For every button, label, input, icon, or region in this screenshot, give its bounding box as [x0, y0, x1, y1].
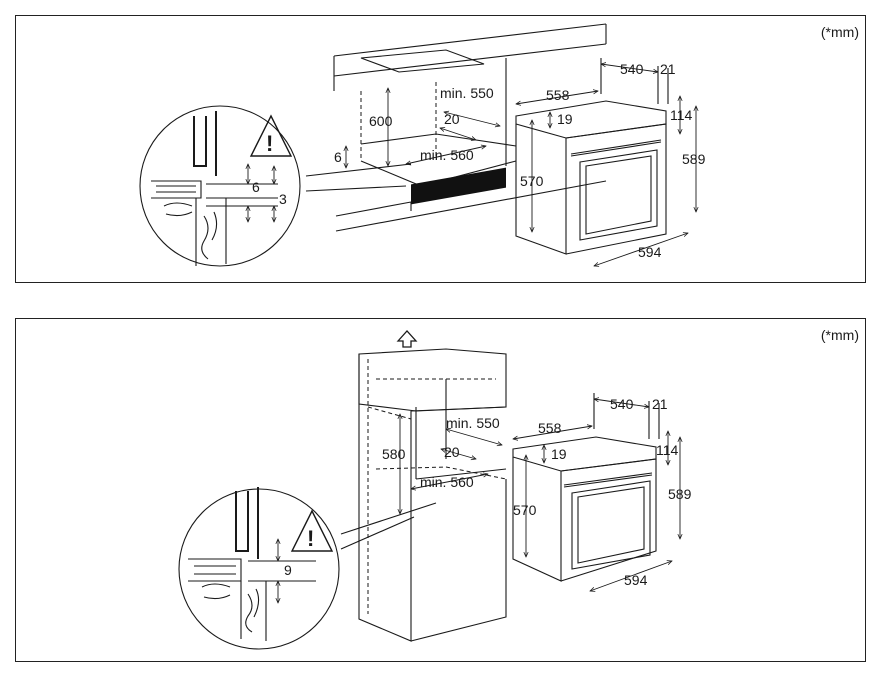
cabinet-height-label: 600	[369, 113, 393, 129]
oven-total-depth-label: 540	[610, 396, 634, 412]
cabinet-depth-label: min. 550	[446, 415, 500, 431]
unit-note: (*mm)	[820, 327, 859, 343]
oven-width-label: 594	[638, 244, 662, 260]
detail-magnifier: 6 3	[139, 105, 301, 267]
detail-gap-a-label: 6	[252, 179, 260, 195]
warning-icon: !	[249, 114, 293, 157]
cooktop	[360, 49, 485, 73]
oven-panel-height-label: 114	[656, 442, 679, 458]
oven-front-thickness-label: 21	[660, 61, 676, 77]
warning-symbol: !	[266, 131, 273, 156]
oven-front-thickness-label: 21	[652, 396, 668, 412]
oven-body-depth-label: 558	[538, 420, 562, 436]
tall-cabinet-installation-drawing: 580 min. 550 20 min. 560 9 !	[178, 330, 692, 650]
oven-width-label: 594	[624, 572, 648, 588]
diagram-panel-under-counter: (*mm) 600	[15, 15, 866, 283]
detail-magnifier: 9	[178, 487, 340, 650]
diagram-panel-tall-cabinet: (*mm) 580 min. 550 20 min. 560	[15, 318, 866, 662]
side-offset-label: 6	[334, 149, 342, 165]
detail-gap-a-label: 9	[284, 562, 292, 578]
cabinet-gap-label: 20	[444, 111, 460, 127]
oven-body-height-label: 570	[520, 173, 544, 189]
oven-total-height-label: 589	[682, 151, 706, 167]
under-counter-installation-drawing: 600 min. 550 20 min. 560 6 6 3	[139, 23, 706, 284]
oven-body-height-label: 570	[513, 502, 537, 518]
cabinet-width-label: min. 560	[420, 147, 474, 163]
detail-gap-b-label: 3	[279, 191, 287, 207]
up-arrow-icon	[396, 330, 418, 348]
countertop	[333, 23, 607, 77]
cabinet-height-label: 580	[382, 446, 406, 462]
oven-body-depth-label: 558	[546, 87, 570, 103]
oven-drawing	[515, 100, 667, 255]
cabinet-niche	[333, 58, 607, 232]
warning-symbol: !	[307, 526, 314, 551]
unit-note: (*mm)	[820, 24, 859, 40]
oven-top-offset-label: 19	[551, 446, 567, 462]
cabinet-width-label: min. 560	[420, 474, 474, 490]
tall-cabinet	[358, 348, 507, 642]
oven-total-height-label: 589	[668, 486, 692, 502]
oven-total-depth-label: 540	[620, 61, 644, 77]
oven-top-offset-label: 19	[557, 111, 573, 127]
warning-icon: !	[290, 509, 334, 552]
cabinet-gap-label: 20	[444, 444, 460, 460]
cabinet-depth-label: min. 550	[440, 85, 494, 101]
oven-panel-height-label: 114	[670, 107, 693, 123]
